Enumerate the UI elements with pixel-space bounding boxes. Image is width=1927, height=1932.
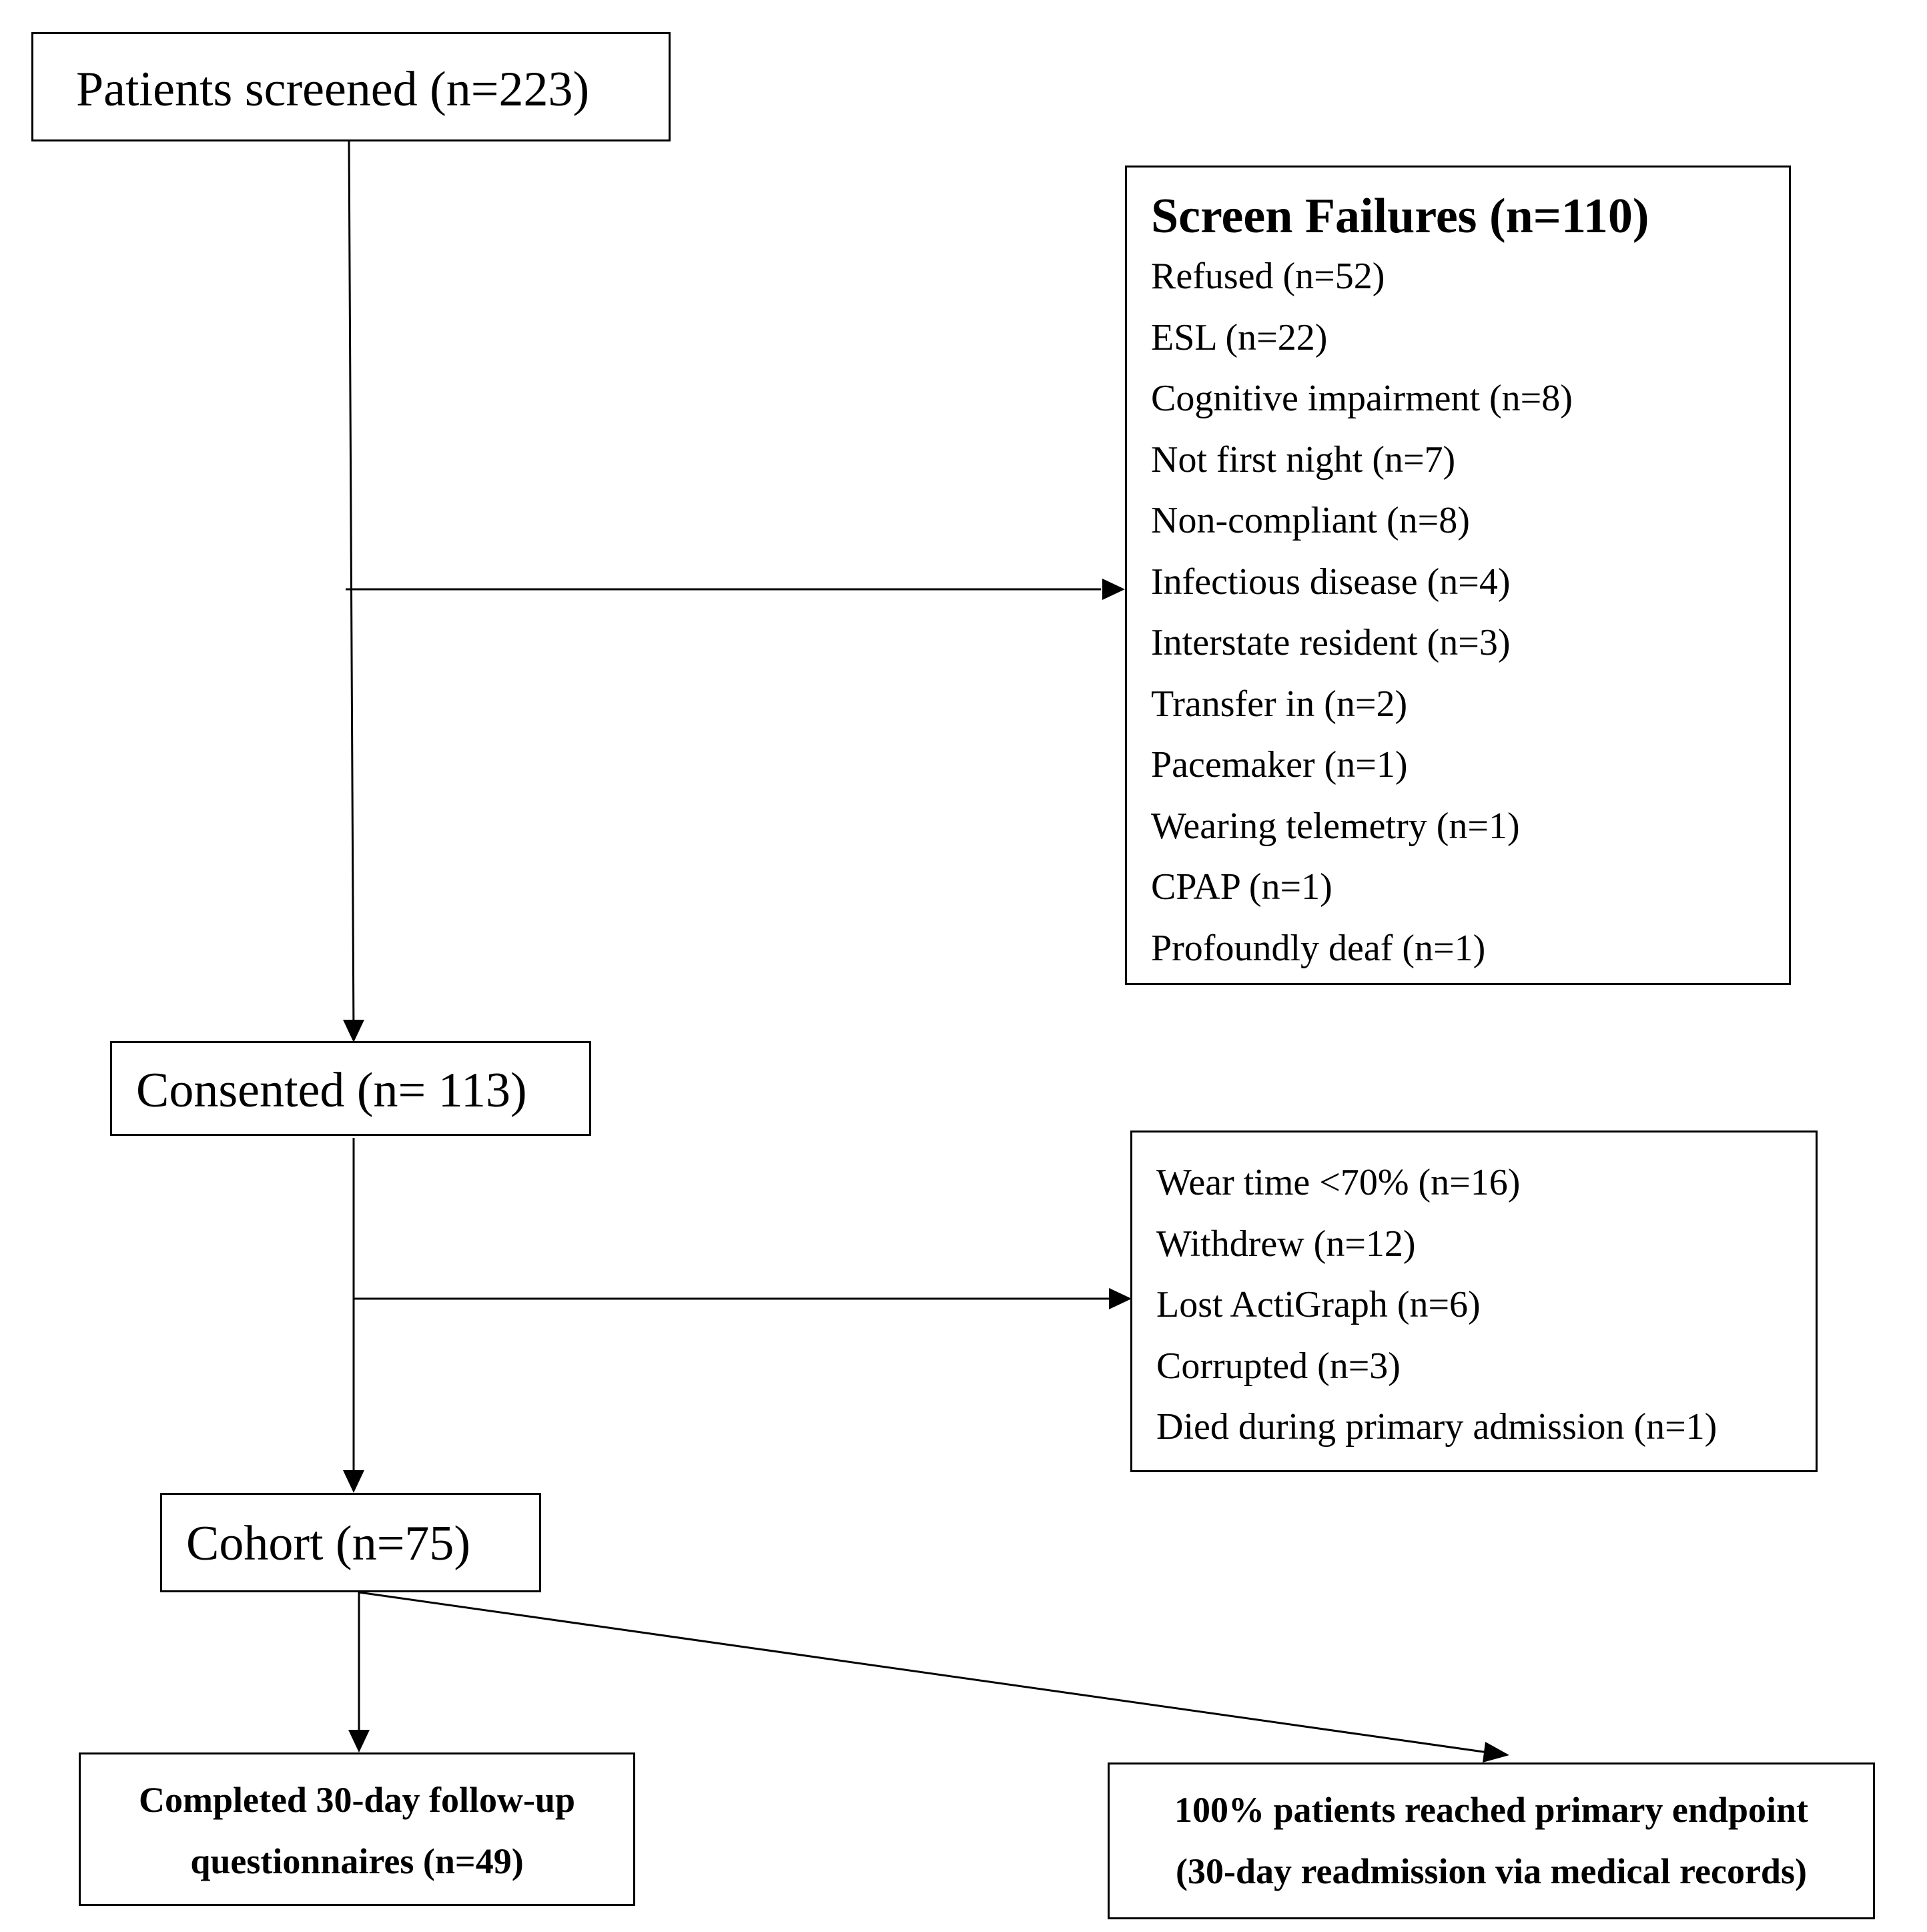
list-item: Died during primary admission (n=1) bbox=[1156, 1406, 1717, 1447]
cohort-box: Cohort (n=75) bbox=[160, 1493, 541, 1592]
list-item: Non-compliant (n=8) bbox=[1151, 500, 1470, 541]
list-item: Pacemaker (n=1) bbox=[1151, 744, 1408, 785]
list-item: Transfer in (n=2) bbox=[1151, 683, 1408, 725]
followup-line1: Completed 30-day follow-up bbox=[138, 1780, 575, 1820]
endpoint-line1: 100% patients reached primary endpoint bbox=[1174, 1790, 1808, 1830]
exclusions-list: Wear time <70% (n=16) Withdrew (n=12) Lo… bbox=[1156, 1153, 1717, 1458]
list-item: Cognitive impairment (n=8) bbox=[1151, 378, 1573, 419]
followup-box: Completed 30-day follow-up questionnaire… bbox=[79, 1752, 635, 1906]
list-item: Corrupted (n=3) bbox=[1156, 1345, 1401, 1387]
list-item: Not first night (n=7) bbox=[1151, 438, 1456, 480]
list-item: Infectious disease (n=4) bbox=[1151, 561, 1511, 603]
list-item: Lost ActiGraph (n=6) bbox=[1156, 1284, 1481, 1325]
patients-screened-box: Patients screened (n=223) bbox=[31, 32, 671, 141]
patients-screened-label: Patients screened (n=223) bbox=[76, 62, 590, 117]
list-item: Wearing telemetry (n=1) bbox=[1151, 805, 1520, 847]
consented-box: Consented (n= 113) bbox=[110, 1041, 591, 1136]
followup-line2: questionnaires (n=49) bbox=[190, 1841, 524, 1881]
cohort-label: Cohort (n=75) bbox=[186, 1516, 471, 1571]
list-item: Wear time <70% (n=16) bbox=[1156, 1162, 1521, 1203]
screen-failures-title: Screen Failures (n=110) bbox=[1151, 189, 1649, 244]
list-item: Withdrew (n=12) bbox=[1156, 1223, 1416, 1265]
exclusions-box: Wear time <70% (n=16) Withdrew (n=12) Lo… bbox=[1130, 1131, 1818, 1472]
list-item: Interstate resident (n=3) bbox=[1151, 622, 1511, 663]
endpoint-box: 100% patients reached primary endpoint (… bbox=[1108, 1762, 1875, 1919]
list-item: Refused (n=52) bbox=[1151, 256, 1385, 297]
list-item: Profoundly deaf (n=1) bbox=[1151, 927, 1486, 969]
screen-failures-list: Screen Failures (n=110) Refused (n=52) E… bbox=[1151, 186, 1649, 979]
list-item: ESL (n=22) bbox=[1151, 316, 1328, 358]
screen-failures-box: Screen Failures (n=110) Refused (n=52) E… bbox=[1125, 166, 1791, 985]
list-item: CPAP (n=1) bbox=[1151, 866, 1332, 908]
consented-label: Consented (n= 113) bbox=[136, 1063, 527, 1118]
arrow-cohort-to-endpoint bbox=[358, 1591, 1489, 1754]
endpoint-line2: (30-day readmission via medical records) bbox=[1176, 1851, 1807, 1891]
